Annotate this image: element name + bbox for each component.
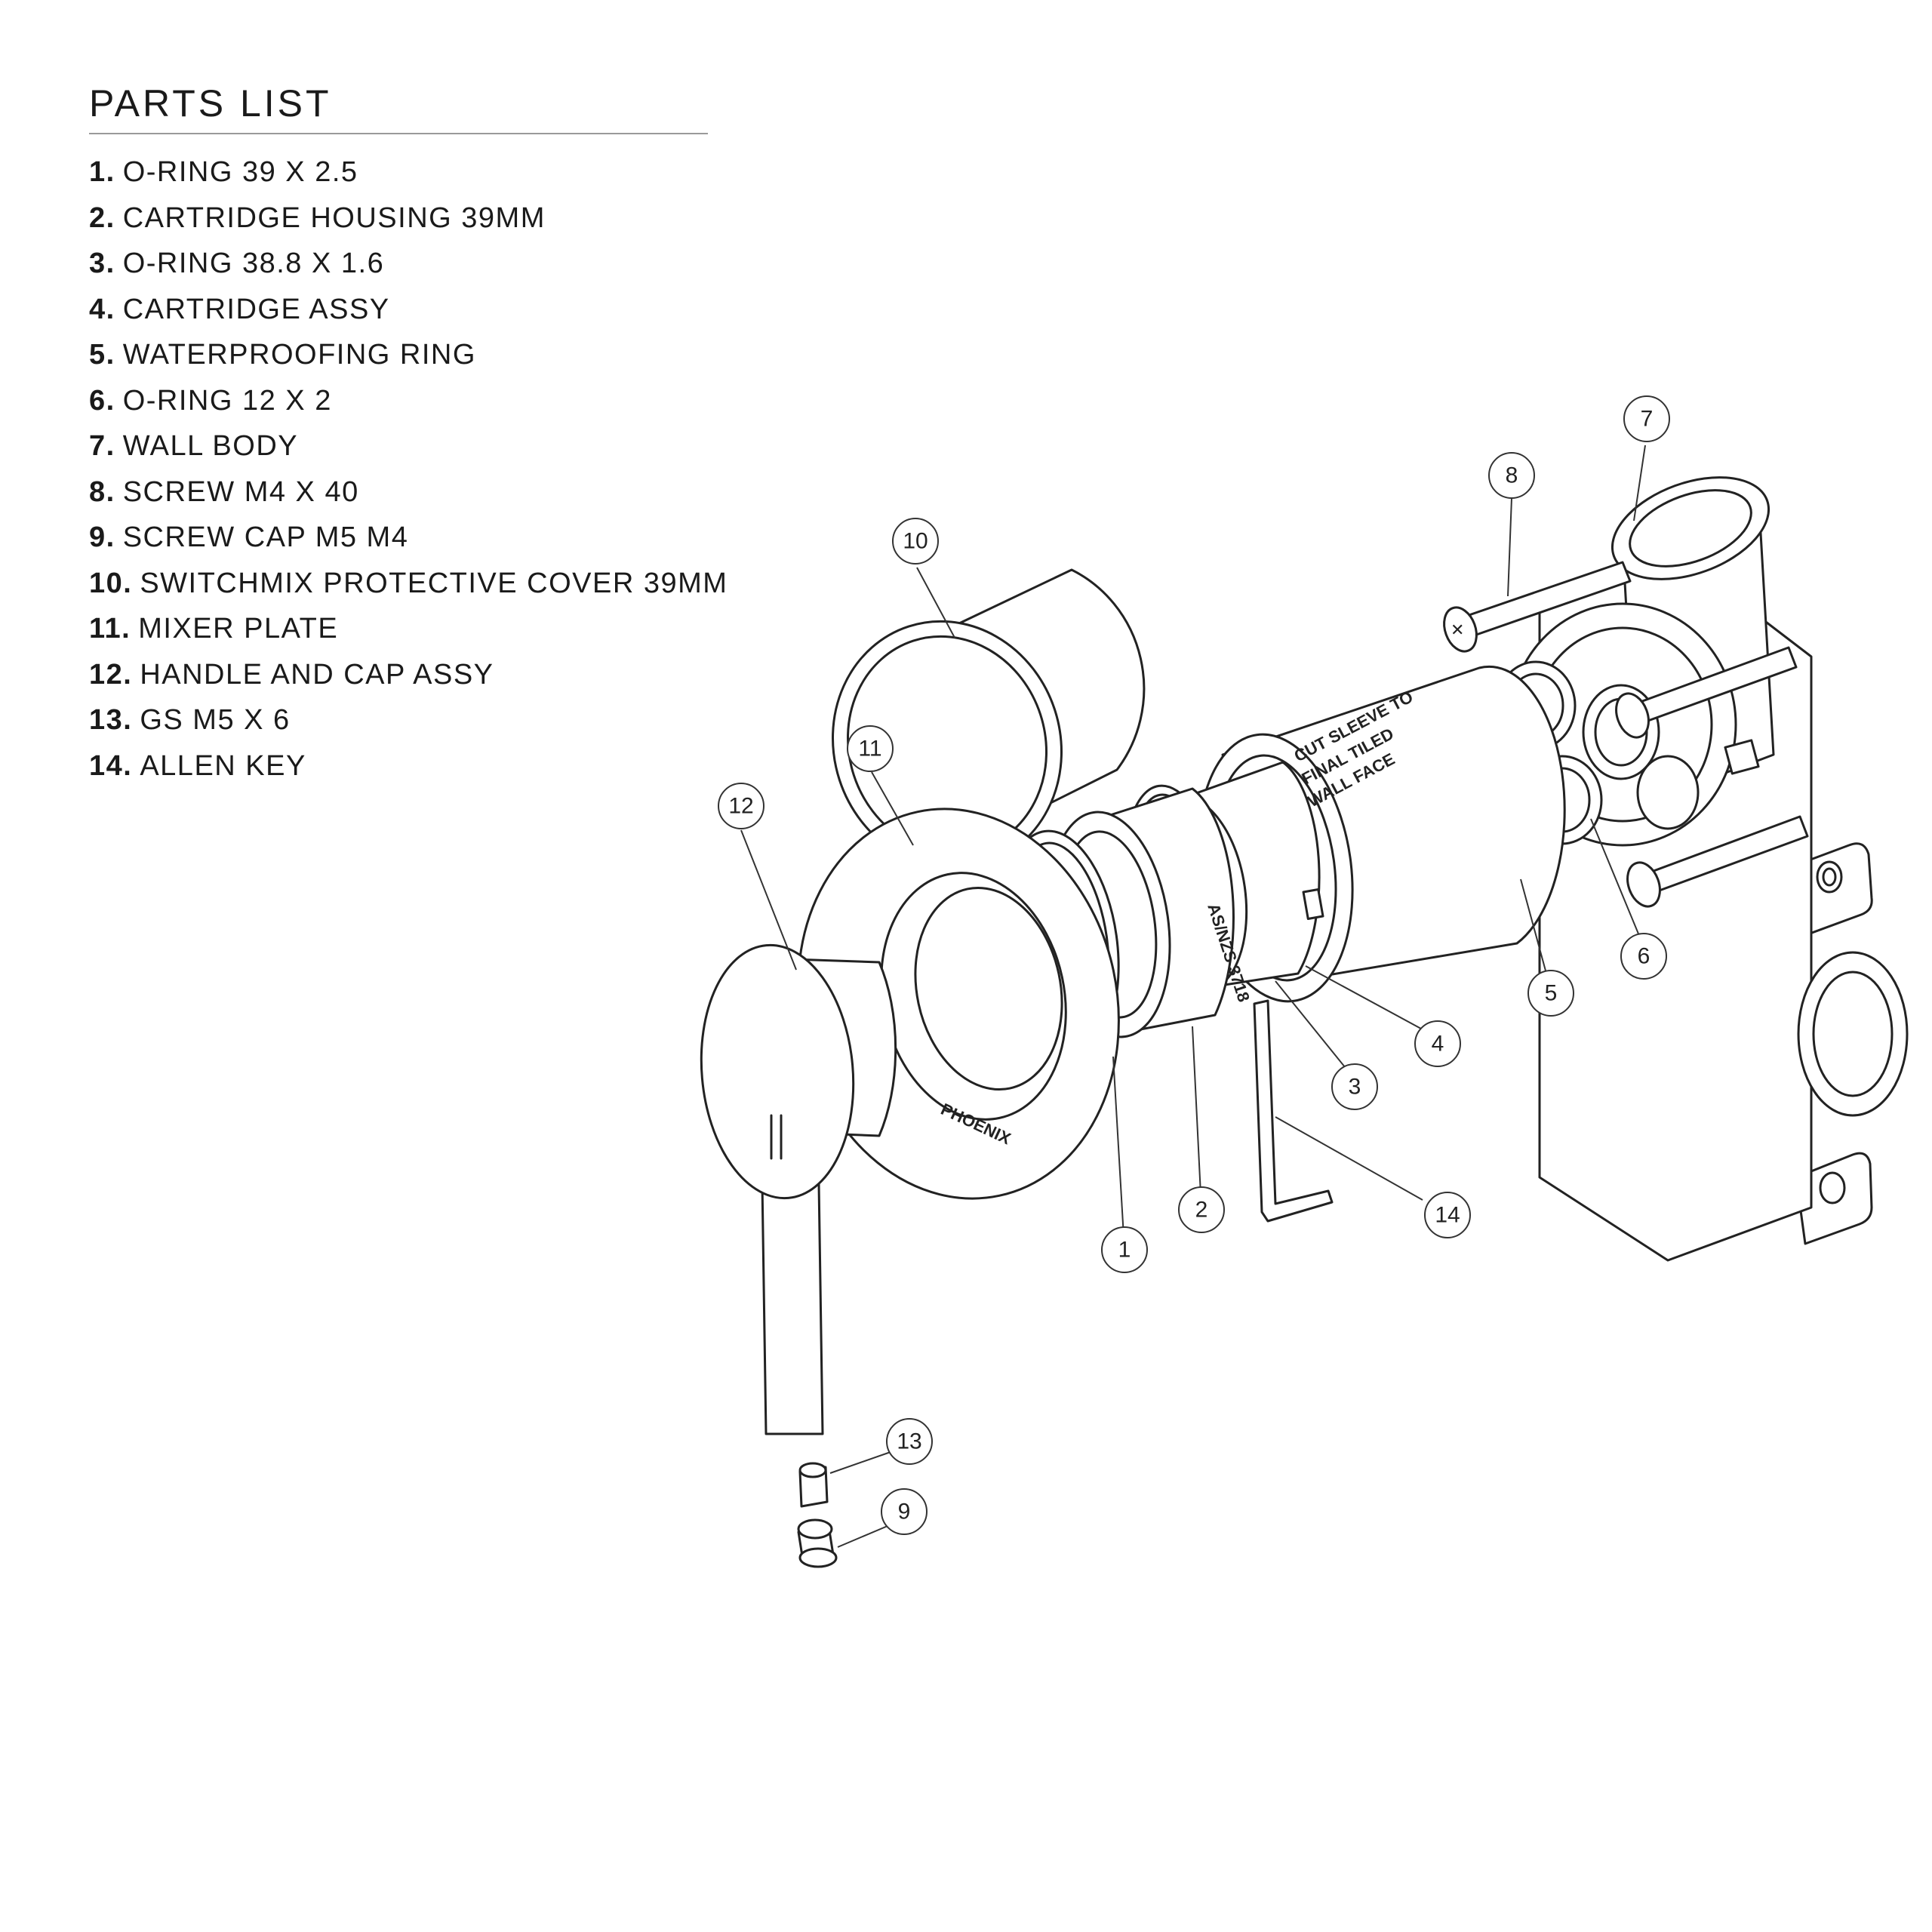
svg-text:12: 12	[728, 794, 753, 819]
parts-list-item: 14.ALLEN KEY	[89, 749, 306, 782]
callout-11: 11	[847, 725, 894, 772]
callout-5: 5	[1527, 970, 1574, 1017]
screw-m4x40-upper: ✕	[1443, 561, 1632, 653]
handle-and-cap-assy	[700, 943, 897, 1435]
svg-text:4: 4	[1432, 1032, 1444, 1057]
parts-list-item: 4.CARTRIDGE ASSY	[89, 293, 390, 325]
switchmix-protective-cover	[832, 568, 1146, 870]
callout-3: 3	[1331, 1063, 1378, 1110]
parts-list-panel: PARTS LIST 1.O-RING 39 X 2.5 2.CARTRIDGE…	[89, 82, 728, 789]
svg-text:13: 13	[897, 1429, 921, 1454]
callout-13: 13	[886, 1418, 933, 1465]
svg-text:7: 7	[1641, 407, 1654, 432]
allen-key	[1253, 999, 1334, 1223]
svg-text:✕: ✕	[1451, 620, 1464, 639]
parts-list-item: 5.WATERPROOFING RING	[89, 339, 476, 371]
svg-text:5: 5	[1545, 981, 1558, 1006]
svg-text:1: 1	[1118, 1238, 1131, 1263]
callout-leaders	[740, 445, 1646, 1548]
parts-list-item: 13.GS M5 X 6	[89, 704, 291, 736]
svg-text:9: 9	[898, 1500, 911, 1524]
parts-list-item: 9.SCREW CAP M5 M4	[89, 521, 409, 553]
parts-list-title: PARTS LIST	[89, 82, 708, 134]
parts-list-item: 8.SCREW M4 X 40	[89, 475, 359, 508]
svg-text:2: 2	[1195, 1198, 1208, 1223]
callout-2: 2	[1178, 1186, 1225, 1233]
parts-list-item: 11.MIXER PLATE	[89, 613, 339, 645]
parts-list-item: 6.O-RING 12 X 2	[89, 384, 332, 417]
parts-list-item: 1.O-RING 39 X 2.5	[89, 156, 358, 188]
callout-10: 10	[892, 518, 939, 565]
callout-4: 4	[1414, 1020, 1461, 1067]
svg-text:14: 14	[1435, 1203, 1460, 1228]
svg-text:11: 11	[858, 737, 881, 761]
parts-list-item: 7.WALL BODY	[89, 430, 299, 462]
svg-text:3: 3	[1349, 1075, 1361, 1100]
parts-list-item: 12.HANDLE AND CAP ASSY	[89, 658, 494, 691]
screw-m4x40-mid	[1615, 646, 1798, 739]
callout-1: 1	[1101, 1226, 1148, 1273]
callout-14: 14	[1424, 1192, 1471, 1238]
callout-7: 7	[1623, 395, 1670, 442]
screw-m4x40-lower	[1626, 815, 1809, 908]
svg-text:8: 8	[1506, 463, 1518, 488]
callout-6: 6	[1620, 933, 1667, 980]
screw-cap-m5m4	[797, 1518, 838, 1568]
callout-12: 12	[718, 783, 764, 829]
svg-text:6: 6	[1638, 944, 1651, 969]
parts-list-item: 3.O-RING 38.8 X 1.6	[89, 248, 385, 279]
callout-9: 9	[881, 1488, 928, 1535]
svg-text:10: 10	[903, 529, 928, 554]
parts-list: 1.O-RING 39 X 2.5 2.CARTRIDGE HOUSING 39…	[89, 149, 728, 789]
grub-screw-m5x6	[798, 1462, 829, 1508]
parts-list-item: 10.SWITCHMIX PROTECTIVE COVER 39MM	[89, 567, 728, 599]
callout-8: 8	[1488, 452, 1535, 499]
parts-list-item: 2.CARTRIDGE HOUSING 39MM	[89, 202, 546, 234]
